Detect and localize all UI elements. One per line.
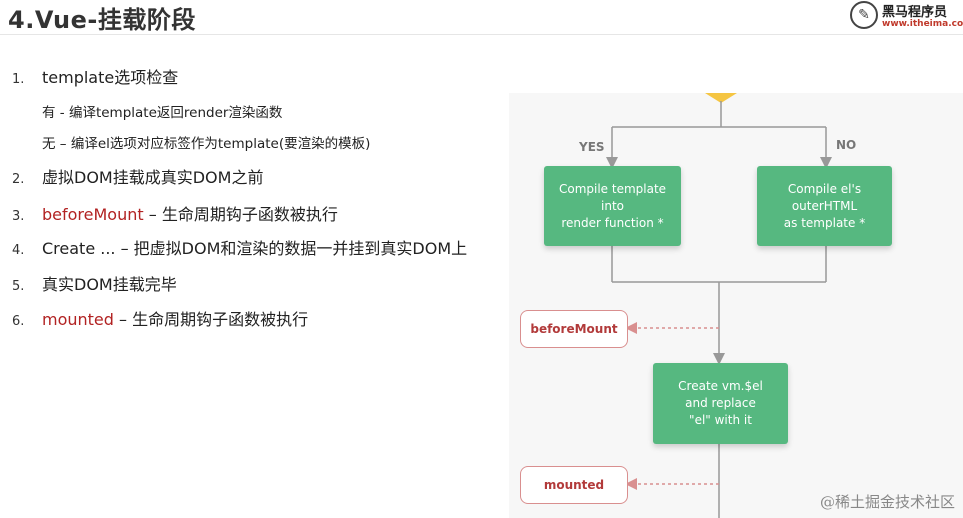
watermark: @稀土掘金技术社区 bbox=[819, 493, 955, 511]
logo-name: 黑马程序员 bbox=[882, 5, 948, 20]
list-item: 4. Create ... – 把虚拟DOM和渲染的数据一并挂到真实DOM上 bbox=[12, 235, 467, 259]
no-label: NO bbox=[836, 138, 857, 152]
list-item: 5. 真实DOM挂载完毕 bbox=[12, 271, 177, 295]
brand-logo: ✎ 黑马程序员 www.itheima.com bbox=[850, 1, 963, 33]
sub-item-yes: 有 - 编译template返回render渲染函数 bbox=[42, 105, 283, 121]
list-item: 6. mounted – 生命周期钩子函数被执行 bbox=[12, 306, 308, 330]
yes-label: YES bbox=[579, 140, 605, 154]
page-title: 4.Vue-挂载阶段 bbox=[8, 6, 196, 34]
compile-el-box: Compile el's outerHTML as template * bbox=[757, 166, 892, 246]
item-text: Create ... – 把虚拟DOM和渲染的数据一并挂到真实DOM上 bbox=[42, 239, 468, 258]
item-text: – 生命周期钩子函数被执行 bbox=[113, 310, 309, 329]
item-number: 3. bbox=[12, 209, 25, 224]
item-highlight: beforeMount bbox=[42, 205, 144, 224]
create-el-box: Create vm.$el and replace "el" with it bbox=[653, 363, 788, 444]
title-divider bbox=[0, 34, 963, 35]
before-mount-hook: beforeMount bbox=[520, 310, 628, 348]
logo-url: www.itheima.com bbox=[882, 19, 963, 29]
diagram-connectors bbox=[606, 93, 832, 518]
list-item: 2. 虚拟DOM挂载成真实DOM之前 bbox=[12, 164, 263, 188]
item-highlight: mounted bbox=[42, 310, 114, 329]
item-text: 虚拟DOM挂载成真实DOM之前 bbox=[42, 168, 264, 187]
item-text: – 生命周期钩子函数被执行 bbox=[143, 205, 338, 224]
mounted-hook: mounted bbox=[520, 466, 628, 504]
item-text: template选项检查 bbox=[42, 68, 179, 87]
logo-mark-icon: ✎ bbox=[850, 1, 878, 29]
compile-template-box: Compile template into render function * bbox=[544, 166, 681, 246]
top-arrow-icon bbox=[705, 93, 737, 103]
sub-item-no: 无 – 编译el选项对应标签作为template(要渲染的模板) bbox=[42, 136, 371, 152]
item-number: 2. bbox=[12, 172, 25, 187]
item-number: 1. bbox=[12, 72, 25, 87]
list-item: 3. beforeMount – 生命周期钩子函数被执行 bbox=[12, 201, 338, 225]
item-number: 4. bbox=[12, 243, 25, 258]
lifecycle-diagram: YES NO Compile template into render func… bbox=[509, 93, 963, 518]
item-number: 5. bbox=[12, 279, 25, 294]
item-text: 真实DOM挂载完毕 bbox=[42, 275, 177, 294]
item-number: 6. bbox=[12, 314, 25, 329]
list-item: 1. template选项检查 bbox=[12, 64, 178, 88]
